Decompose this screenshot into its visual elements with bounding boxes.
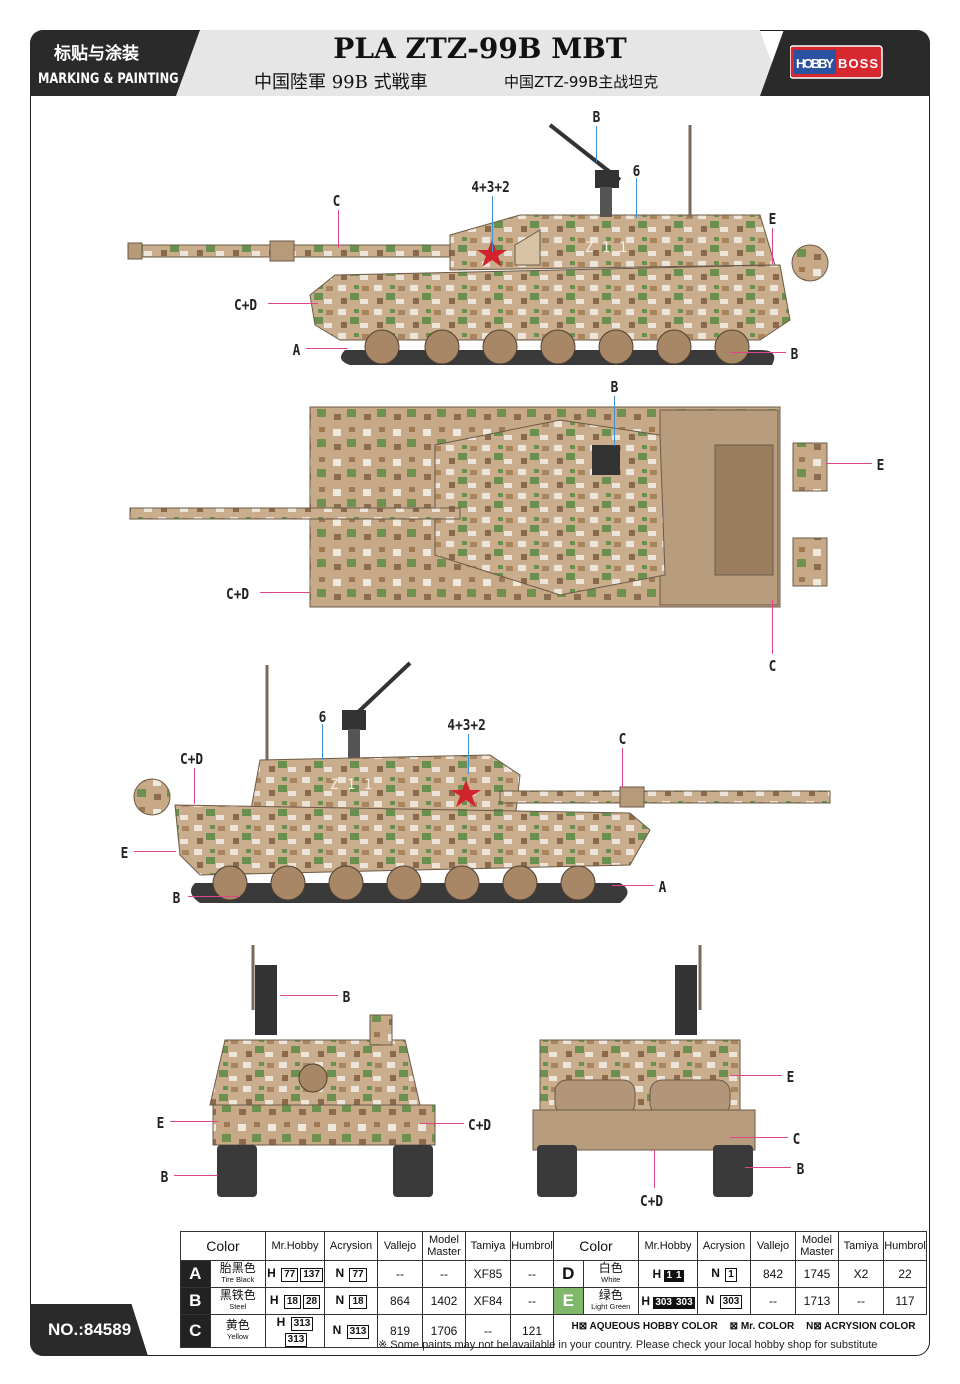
label-left-b-top: B	[592, 108, 601, 126]
fuel-drum-top	[792, 442, 828, 492]
label-rear-c: C	[792, 1130, 801, 1148]
table-header-row: Color Mr.Hobby Acrysion Vallejo Model Ma…	[180, 1231, 927, 1261]
header-left-en: MARKING & PAINTING	[38, 71, 179, 87]
hull	[174, 804, 651, 876]
label-right-e: E	[120, 844, 129, 862]
label-front-b2: B	[160, 1168, 169, 1186]
legend-mr-color: ⊠ Mr. COLOR	[729, 1320, 795, 1332]
tank-right-side-view: Z 1 1	[133, 661, 831, 903]
svg-text:HOBBY: HOBBY	[796, 56, 834, 71]
subtitle-jp: 中国陸軍 99B 式戦車	[254, 72, 428, 93]
label-left-432: 4+3+2	[471, 178, 510, 196]
hull-number: Z 1 1	[330, 777, 372, 793]
label-front-b: B	[342, 988, 351, 1006]
label-left-c: C	[332, 192, 341, 210]
machine-gun	[548, 123, 622, 217]
label-right-a: A	[658, 878, 667, 896]
fuel-drum-bottom	[792, 537, 828, 587]
hull	[309, 264, 791, 341]
label-top-cd: C+D	[226, 585, 250, 603]
fuel-drum	[791, 244, 829, 282]
gun-barrel	[127, 240, 461, 262]
legend-aqueous: H⊠ AQUEOUS HOBBY COLOR	[571, 1320, 718, 1332]
hull-number: Z 1 1	[585, 240, 627, 256]
label-rear-e: E	[786, 1068, 795, 1086]
label-top-b: B	[610, 378, 619, 396]
label-right-c: C	[618, 730, 627, 748]
legend-acrysion: N⊠ ACRYSION COLOR	[806, 1320, 916, 1332]
label-right-cd: C+D	[180, 750, 204, 768]
hobbyboss-logo: HOBBY BOSS ®	[790, 45, 889, 79]
label-left-b: B	[790, 345, 799, 363]
hull-rear	[532, 1109, 756, 1151]
tank-rear-view	[532, 945, 756, 1197]
track-right	[393, 1145, 433, 1197]
red-star	[451, 780, 481, 807]
gun-barrel	[499, 790, 831, 804]
paint-legend: H⊠ AQUEOUS HOBBY COLOR ⊠ Mr. COLOR N⊠ AC…	[557, 1316, 930, 1336]
machine-gun	[342, 661, 412, 759]
tank-top-view	[129, 406, 828, 608]
label-front-e: E	[156, 1114, 165, 1132]
machine-gun-top	[592, 445, 620, 475]
machine-gun-front	[255, 965, 277, 1035]
label-left-e: E	[768, 210, 777, 228]
tank-front-view	[209, 945, 436, 1197]
label-top-c: C	[768, 657, 777, 675]
label-right-432: 4+3+2	[447, 716, 486, 734]
red-star	[477, 240, 507, 267]
product-number-tab: NO.:84589	[30, 1304, 148, 1356]
fuel-drum	[133, 778, 171, 816]
road-wheels	[364, 329, 750, 365]
paint-reference-table: Color Mr.Hobby Acrysion Vallejo Model Ma…	[180, 1231, 927, 1348]
machine-gun-rear	[675, 965, 697, 1035]
label-left-cd: C+D	[234, 296, 258, 314]
label-rear-cd: C+D	[640, 1192, 664, 1210]
engine-grille	[714, 444, 774, 576]
gun-barrel-top	[129, 507, 461, 520]
subtitle-cn: 中国ZTZ-99B主战坦克	[504, 73, 659, 91]
label-right-b: B	[172, 889, 181, 907]
tank-left-side-view: Z 1 1	[127, 123, 829, 365]
hull-front	[212, 1104, 436, 1146]
svg-text:BOSS: BOSS	[838, 56, 878, 71]
availability-note: ※ Some paints may not be available in yo…	[378, 1339, 878, 1351]
gun-muzzle	[298, 1063, 328, 1093]
label-right-6: 6	[318, 708, 327, 726]
label-top-e: E	[876, 456, 885, 474]
track-right	[713, 1145, 753, 1197]
label-front-cd: C+D	[468, 1116, 492, 1134]
label-rear-b: B	[796, 1160, 805, 1178]
page-title: PLA ZTZ-99B MBT	[333, 32, 627, 65]
road-wheels	[212, 865, 596, 901]
track-left	[537, 1145, 577, 1197]
header-left-cn: 标贴与涂装	[54, 44, 139, 64]
label-left-6: 6	[632, 162, 641, 180]
track-left	[217, 1145, 257, 1197]
header-title-band: PLA ZTZ-99B MBT 中国陸軍 99B 式戦車 中国ZTZ-99B主战…	[176, 30, 784, 96]
product-number: NO.:84589	[48, 1320, 132, 1339]
svg-text:®: ®	[883, 46, 889, 55]
label-left-a: A	[292, 341, 301, 359]
header-left-tab: 标贴与涂装 MARKING & PAINTING	[30, 30, 200, 96]
